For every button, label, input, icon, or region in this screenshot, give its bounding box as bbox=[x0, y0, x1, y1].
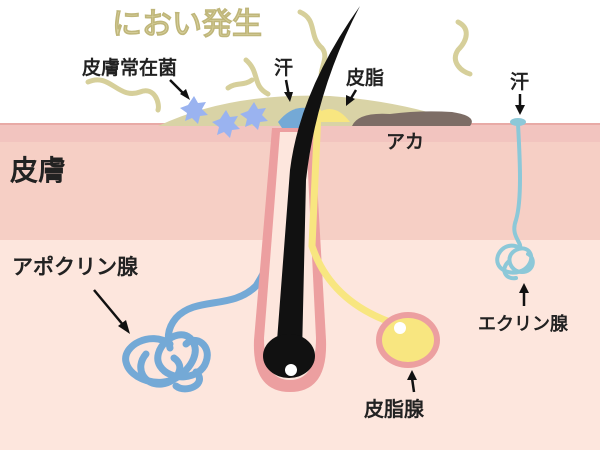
hair-bulb bbox=[263, 334, 315, 378]
label-eccrine-gland: エクリン腺 bbox=[478, 313, 569, 335]
odor-wave-3 bbox=[297, 9, 328, 83]
sebum-channel bbox=[308, 108, 394, 326]
eccrine-pore bbox=[510, 118, 526, 126]
odor-wave-2 bbox=[243, 57, 271, 97]
label-aka: アカ bbox=[386, 131, 424, 153]
odor-wave-4 bbox=[452, 19, 473, 77]
sebum-surface bbox=[308, 109, 350, 122]
label-sweat-eccrine: 汗 bbox=[510, 71, 529, 93]
odor-wave-5 bbox=[225, 77, 255, 91]
label-apocrine-gland: アポクリン腺 bbox=[12, 255, 139, 279]
eccrine-gland-coil bbox=[495, 243, 535, 281]
diagram-title: におい発生 bbox=[112, 7, 262, 42]
eccrine-duct bbox=[512, 122, 523, 250]
hair-papilla bbox=[285, 364, 297, 376]
label-arrows bbox=[93, 79, 529, 393]
apocrine-gland-coil bbox=[122, 331, 211, 393]
hair-shaft bbox=[276, 6, 360, 354]
label-sebaceous-gland: 皮脂腺 bbox=[364, 397, 425, 421]
sebaceous-gland-dot bbox=[394, 322, 406, 334]
arrow-apocrine-gland bbox=[93, 289, 125, 327]
label-sebum: 皮脂 bbox=[346, 66, 384, 89]
bacterium-1 bbox=[180, 96, 208, 124]
odor-wave-1 bbox=[85, 77, 161, 113]
bacterium-3 bbox=[240, 102, 268, 130]
bacterium-2 bbox=[212, 110, 240, 138]
label-sweat-apocrine: 汗 bbox=[274, 57, 293, 79]
bacteria-cluster bbox=[180, 96, 268, 138]
arrow-sebaceous-gland bbox=[410, 377, 416, 393]
sebaceous-gland-inner bbox=[382, 318, 434, 362]
label-bacteria: 皮膚常在菌 bbox=[82, 56, 177, 79]
aka-grime bbox=[352, 111, 472, 126]
label-skin: 皮膚 bbox=[10, 154, 66, 187]
